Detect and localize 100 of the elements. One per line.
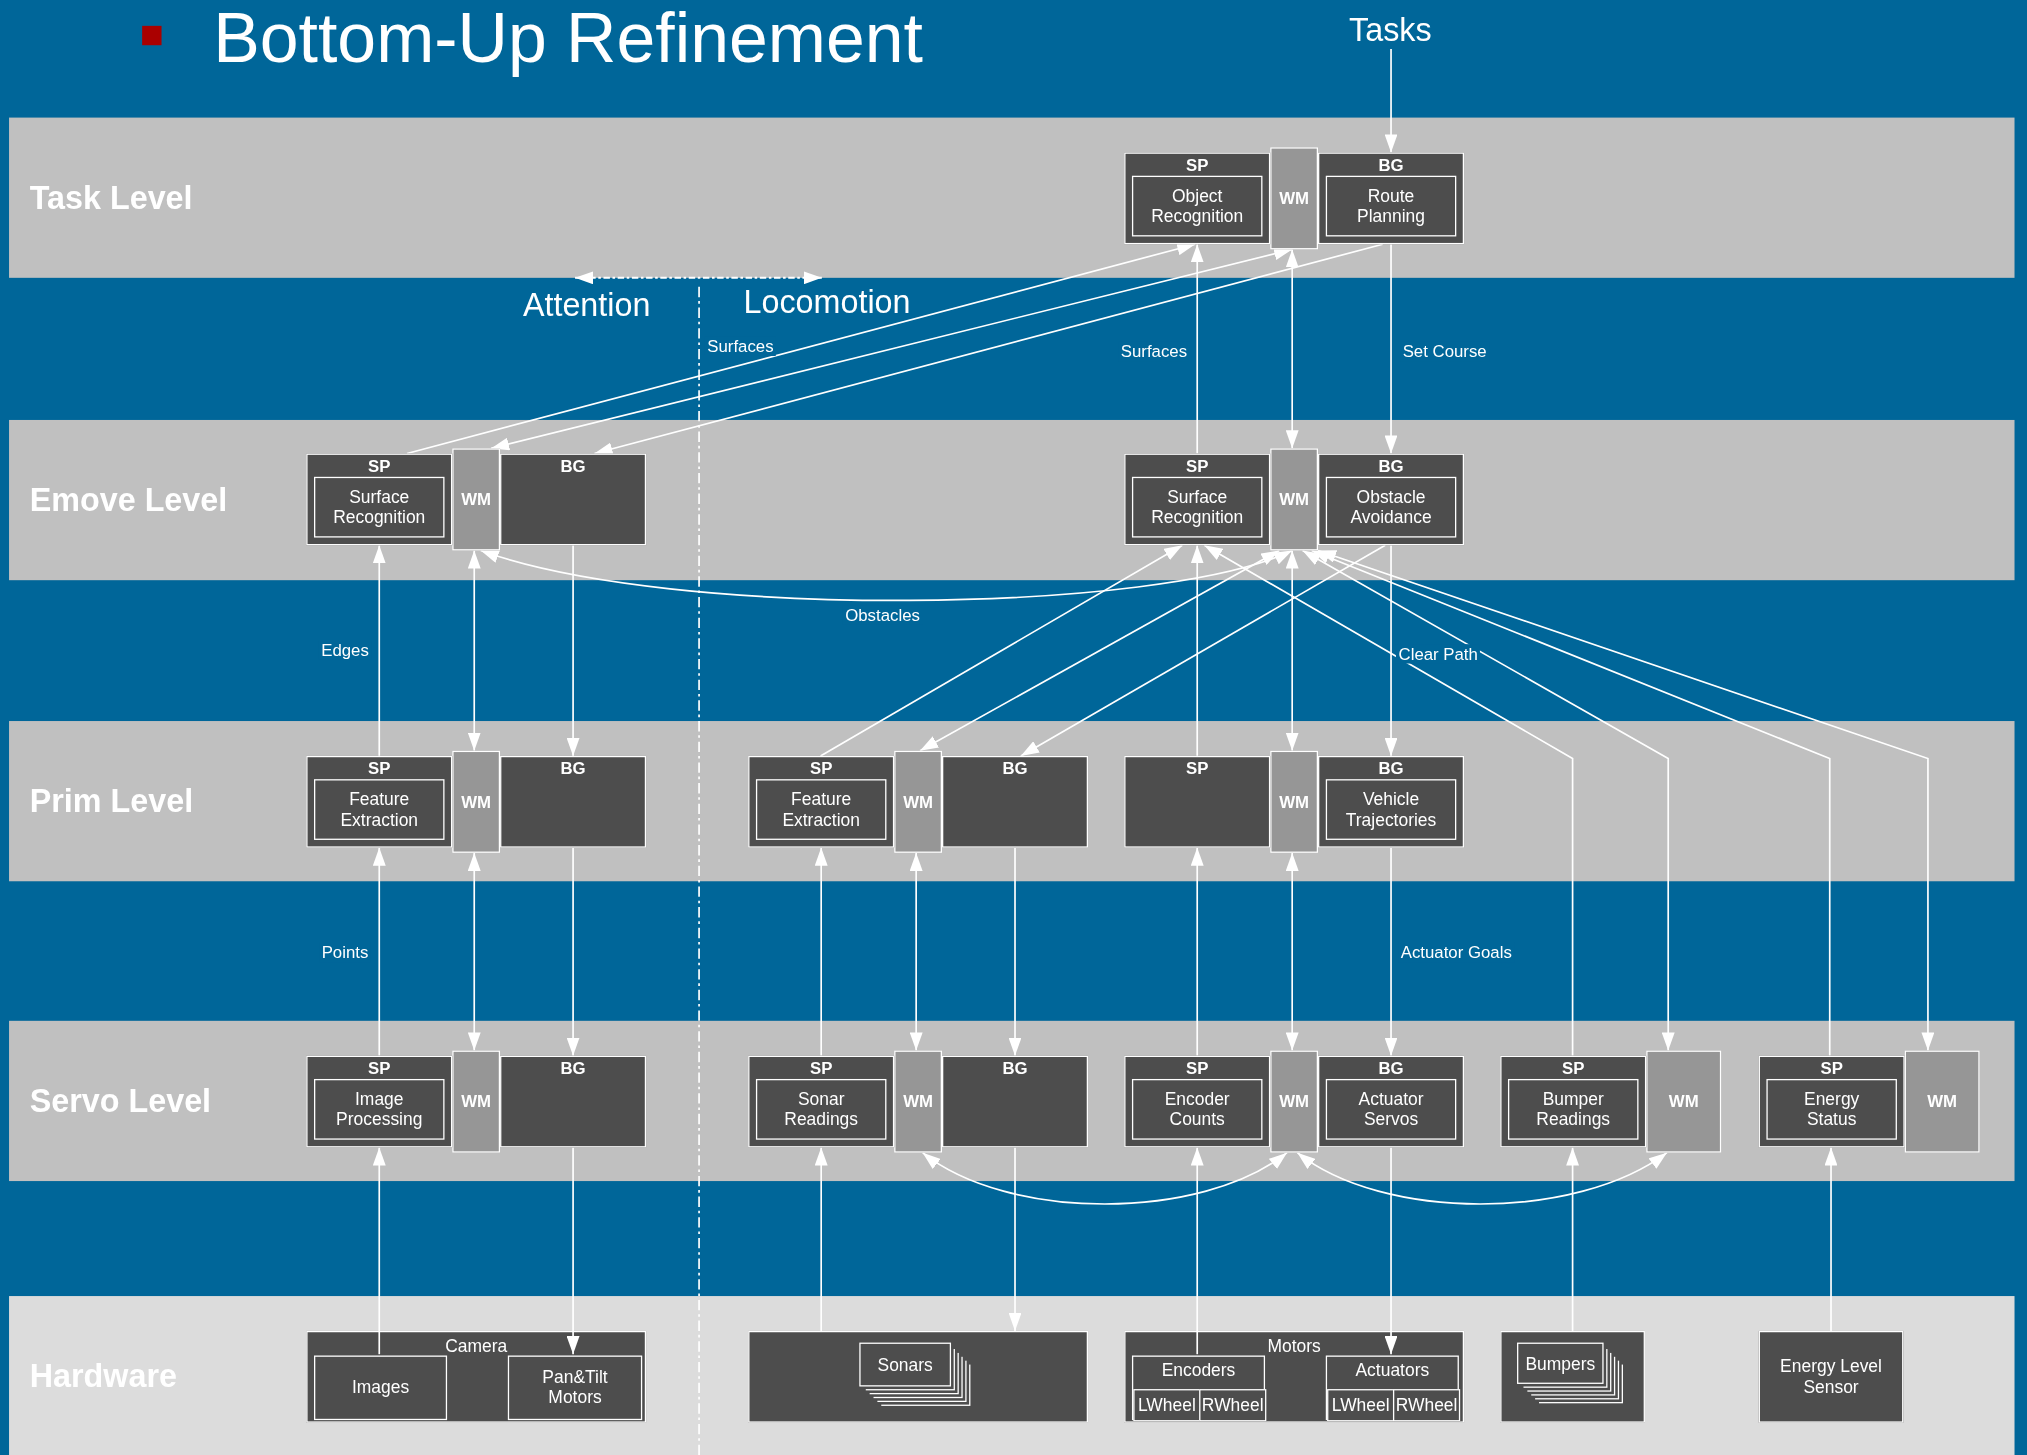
double-arrow	[467, 852, 481, 1052]
world-model-box: WM	[1270, 1050, 1319, 1153]
region-label: Attention	[522, 286, 651, 324]
module-box	[500, 755, 647, 848]
arrow	[1190, 544, 1204, 757]
function-label: Object Recognition	[1131, 175, 1263, 237]
module-box	[306, 453, 453, 546]
arrow	[814, 846, 828, 1057]
function-label: Surface Recognition	[1131, 476, 1263, 538]
arrow	[1190, 846, 1204, 1057]
module-heading: BG	[559, 1058, 587, 1078]
level-title: Task Level	[29, 178, 193, 217]
function-label: Obstacle Avoidance	[1325, 476, 1457, 538]
arrow	[566, 846, 580, 1057]
arrow	[1566, 1146, 1580, 1332]
module-box	[748, 755, 895, 848]
hardware-box	[1124, 1330, 1465, 1423]
world-model-box: WM	[452, 750, 501, 853]
double-arrow	[909, 852, 923, 1052]
level-band	[9, 117, 2015, 278]
module-heading: SP	[1185, 456, 1210, 476]
module-box	[1124, 453, 1271, 546]
world-model-box: WM	[452, 448, 501, 551]
arrow	[1020, 544, 1387, 757]
module-heading: SP	[367, 1058, 392, 1078]
module-box	[1124, 755, 1271, 848]
arrow	[1008, 846, 1022, 1057]
hardware-component-box: LWheel	[1327, 1389, 1395, 1422]
world-model-box: WM	[1904, 1050, 1980, 1153]
function-label: Vehicle Trajectories	[1325, 779, 1457, 840]
module-box	[306, 755, 453, 848]
arrow	[819, 544, 1184, 757]
hardware-box	[306, 1330, 647, 1423]
world-model-box: WM	[1270, 147, 1319, 250]
arrow	[593, 243, 1384, 456]
level-title: Emove Level	[29, 481, 228, 519]
hardware-component-box: RWheel	[1199, 1389, 1267, 1422]
double-arrow	[490, 247, 1293, 451]
arrow	[1824, 1146, 1838, 1332]
module-heading: SP	[1185, 1058, 1210, 1078]
device-heading: Encoders	[1160, 1359, 1237, 1383]
function-label: Bumper Readings	[1508, 1078, 1639, 1140]
arrow	[1384, 544, 1398, 757]
device-heading: Camera	[444, 1335, 509, 1358]
module-heading: BG	[559, 758, 587, 778]
function-label: Image Processing	[314, 1078, 445, 1140]
double-arrow	[1317, 549, 1935, 1052]
double-arrow	[467, 549, 481, 752]
hardware-component-box: RWheel	[1393, 1389, 1461, 1422]
function-label: Sonar Readings	[755, 1078, 887, 1140]
level-title: Prim Level	[29, 782, 194, 820]
function-label: Route Planning	[1325, 175, 1457, 237]
module-heading: SP	[1561, 1058, 1586, 1078]
double-arrow	[1301, 549, 1675, 1052]
module-box	[1318, 152, 1465, 245]
device-heading: Actuators	[1354, 1359, 1431, 1383]
module-heading: SP	[809, 758, 834, 778]
hardware-component-box: LWheel	[1133, 1389, 1201, 1422]
module-heading: SP	[367, 758, 392, 778]
arrow	[1384, 48, 1398, 154]
module-box	[1124, 152, 1271, 245]
double-arrow	[921, 1151, 1288, 1205]
double-arrow	[479, 549, 1293, 602]
arrow	[372, 846, 386, 1057]
module-box	[942, 1055, 1088, 1148]
world-model-box: WM	[894, 750, 942, 853]
level-title: Servo Level	[29, 1082, 212, 1120]
arrow	[1203, 544, 1574, 1057]
hardware-component-box: Pan&Tilt Motors	[507, 1355, 643, 1421]
arrow	[1384, 243, 1398, 455]
device-heading: Motors	[1266, 1335, 1322, 1358]
arrow	[372, 1146, 386, 1356]
arrow	[1008, 1146, 1022, 1332]
world-model-box: WM	[1270, 750, 1319, 853]
world-model-box: WM	[894, 1050, 942, 1153]
module-box	[748, 1055, 895, 1148]
module-box	[1124, 1055, 1271, 1148]
arrow	[1190, 1146, 1204, 1356]
function-label: Surface Recognition	[314, 476, 445, 538]
module-box	[1318, 755, 1465, 848]
module-heading: SP	[1185, 155, 1210, 175]
module-heading: BG	[1377, 1058, 1405, 1078]
function-label: Encoder Counts	[1131, 1078, 1263, 1140]
module-heading: BG	[1377, 758, 1405, 778]
hardware-component-box: Energy Level Sensor	[1758, 1330, 1904, 1423]
double-arrow	[919, 549, 1281, 752]
region-label: Locomotion	[743, 283, 911, 322]
hardware-component-box: Images	[314, 1355, 448, 1421]
level-band	[9, 1020, 2015, 1182]
double-arrow	[1285, 852, 1299, 1052]
world-model-box: WM	[1270, 448, 1319, 551]
module-heading: BG	[559, 456, 587, 476]
arrow	[566, 544, 580, 757]
arrow	[406, 242, 1197, 455]
hardware-group-box	[1131, 1355, 1266, 1421]
module-heading: SP	[367, 456, 392, 476]
hardware-group-box	[1325, 1355, 1459, 1421]
hardware-box	[1500, 1330, 1645, 1423]
arrow	[1384, 846, 1398, 1057]
hardware-box	[748, 1330, 1088, 1423]
